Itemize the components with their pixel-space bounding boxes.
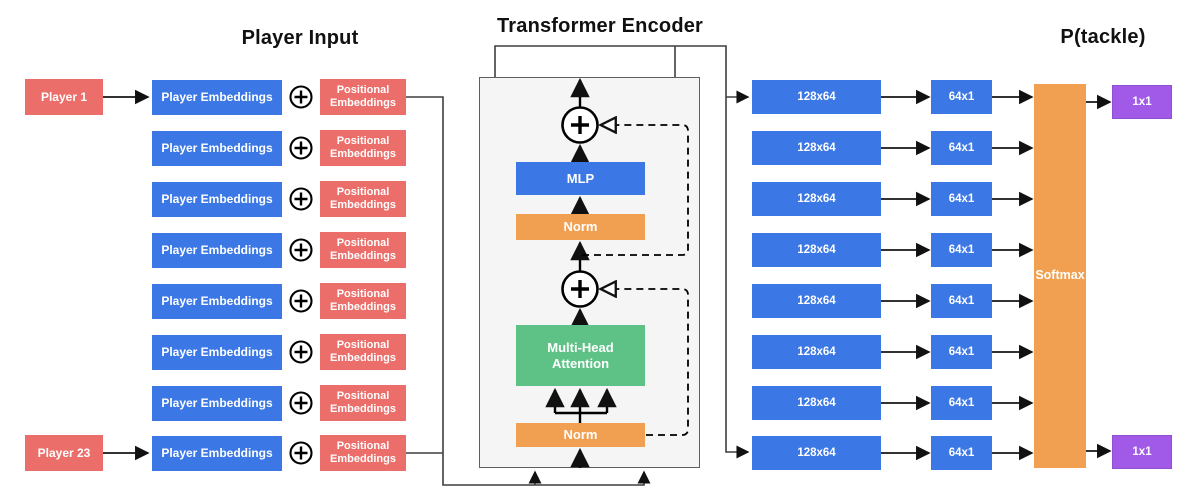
hidden-128x64-box: 128x64 <box>752 335 881 369</box>
player-embeddings-box: Player Embeddings <box>152 181 282 217</box>
player-embeddings-box: Player Embeddings <box>152 79 282 115</box>
positional-embeddings-box: Positional Embeddings <box>320 181 406 217</box>
probability-1x1-box: 1x1 <box>1112 435 1172 469</box>
output-64x1-box: 64x1 <box>931 436 992 470</box>
player-23-label: Player 23 <box>25 435 103 471</box>
plus-icon <box>289 289 313 313</box>
hidden-128x64-box: 128x64 <box>752 436 881 470</box>
output-64x1-box: 64x1 <box>931 233 992 267</box>
player-embeddings-box: Player Embeddings <box>152 283 282 319</box>
plus-icon <box>289 136 313 160</box>
add-icon <box>561 106 599 144</box>
output-64x1-box: 64x1 <box>931 335 992 369</box>
hidden-128x64-box: 128x64 <box>752 386 881 420</box>
transformer-encoder-title: Transformer Encoder <box>496 15 704 37</box>
input-connector-lines <box>103 89 651 486</box>
multi-head-attention-box: Multi-Head Attention <box>516 325 645 386</box>
output-64x1-box: 64x1 <box>931 182 992 216</box>
encoder-output-loop-lines <box>494 45 750 459</box>
plus-icon <box>289 340 313 364</box>
output-64x1-box: 64x1 <box>931 284 992 318</box>
positional-embeddings-box: Positional Embeddings <box>320 385 406 421</box>
hidden-128x64-box: 128x64 <box>752 131 881 165</box>
mlp-box: MLP <box>516 162 645 195</box>
positional-embeddings-box: Positional Embeddings <box>320 130 406 166</box>
output-64x1-box: 64x1 <box>931 386 992 420</box>
plus-icon <box>289 187 313 211</box>
positional-embeddings-box: Positional Embeddings <box>320 232 406 268</box>
positional-embeddings-box: Positional Embeddings <box>320 79 406 115</box>
hidden-128x64-box: 128x64 <box>752 80 881 114</box>
plus-icon <box>289 238 313 262</box>
encoder-flow-arrows <box>545 77 617 468</box>
hidden-128x64-box: 128x64 <box>752 182 881 216</box>
plus-icon <box>289 441 313 465</box>
hidden-128x64-box: 128x64 <box>752 233 881 267</box>
output-64x1-box: 64x1 <box>931 131 992 165</box>
output-connector-lines <box>881 89 1112 461</box>
player-embeddings-box: Player Embeddings <box>152 334 282 370</box>
hidden-128x64-box: 128x64 <box>752 284 881 318</box>
plus-icon <box>289 391 313 415</box>
probability-1x1-box: 1x1 <box>1112 85 1172 119</box>
player-input-title: Player Input <box>241 27 359 49</box>
add-icon <box>561 270 599 308</box>
softmax-box: Softmax <box>1034 84 1086 468</box>
plus-icon <box>289 85 313 109</box>
positional-embeddings-box: Positional Embeddings <box>320 435 406 471</box>
player-embeddings-box: Player Embeddings <box>152 435 282 471</box>
output-64x1-box: 64x1 <box>931 80 992 114</box>
player-embeddings-box: Player Embeddings <box>152 130 282 166</box>
positional-embeddings-box: Positional Embeddings <box>320 283 406 319</box>
player-1-label: Player 1 <box>25 79 103 115</box>
player-embeddings-box: Player Embeddings <box>152 385 282 421</box>
norm-box-top: Norm <box>516 214 645 240</box>
p-tackle-title: P(tackle) <box>1060 26 1146 48</box>
positional-embeddings-box: Positional Embeddings <box>320 334 406 370</box>
player-embeddings-box: Player Embeddings <box>152 232 282 268</box>
norm-box-bottom: Norm <box>516 423 645 447</box>
residual-dashed-lines <box>582 125 689 436</box>
